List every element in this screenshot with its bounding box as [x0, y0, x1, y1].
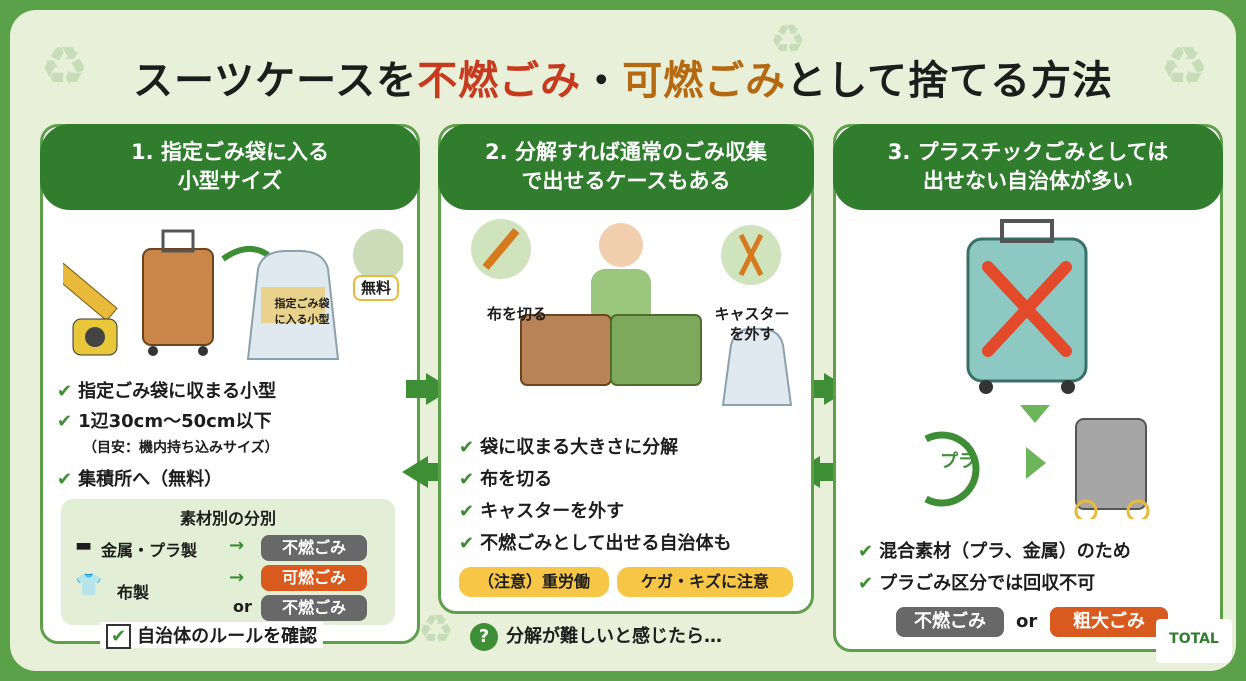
trash-bag-bg-icon: ♻ — [40, 35, 89, 98]
panel2-heading: 2. 分解すれば通常のごみ収集 で出せるケースもある — [438, 124, 814, 210]
panel-disassemble: 2. 分解すれば通常のごみ収集 で出せるケースもある 布を切る キャスター を外… — [438, 124, 814, 614]
arrow-right-shaft — [406, 380, 428, 398]
title-part1: スーツケースを — [132, 58, 418, 104]
cut-cloth-label: 布を切る — [486, 305, 547, 323]
panel1-illustration — [63, 229, 403, 360]
parts-bag-icon — [721, 327, 793, 406]
warning-injury: ケガ・キズに注意 — [617, 567, 793, 597]
screwdriver-icon — [471, 219, 531, 279]
open-suitcase-icon — [520, 314, 702, 386]
garbage-bag-icon — [246, 249, 340, 360]
arrow-right-icon: → — [229, 567, 245, 588]
title-separator: ・ — [581, 58, 623, 104]
pliers-icon — [721, 225, 781, 285]
infographic-frame: ♻ ♻ ♻ ♻ ♻ スーツケースを不燃ごみ・可燃ごみとして捨てる方法 1. 指定… — [10, 10, 1236, 671]
total-logo: TOTAL — [1156, 619, 1232, 663]
panel1-check2-note: （目安：機内持ち込みサイズ） — [83, 440, 279, 456]
checkmark-icon: ✔ — [459, 437, 475, 458]
cloth-result-combustible: 可燃ごみ — [261, 565, 367, 591]
tape-measure-icon — [72, 318, 118, 356]
recycle-bg-icon: ♻ — [418, 607, 454, 653]
result-oversized: 粗大ごみ — [1050, 607, 1168, 637]
panel1-check-1: ✔指定ごみ袋に収まる小型 — [57, 381, 277, 402]
caster-label-line1: キャスター — [714, 305, 790, 323]
panel2-check-3: ✔キャスターを外す — [459, 501, 625, 522]
suitcase-icon — [142, 229, 214, 356]
panel2-check-4: ✔不燃ごみとして出せる自治体も — [459, 533, 732, 554]
panel1-heading: 1. 指定ごみ袋に入る 小型サイズ — [40, 124, 420, 210]
panel3-illustration — [924, 219, 1150, 519]
panel1-footer: ✔自治体のルールを確認 — [100, 622, 324, 649]
panel3-check-1: ✔混合素材（プラ、金属）のため — [858, 541, 1131, 562]
title-highlight-combustible: 可燃ごみ — [622, 58, 787, 104]
panel-plastic-not-accepted: 3. プラスチックごみとしては 出せない自治体が多い プラ ✔混合素材（プラ、金… — [833, 124, 1223, 652]
arrow-right-icon — [1026, 447, 1046, 479]
checkmark-icon: ✔ — [459, 533, 475, 554]
metal-result: 不燃ごみ — [261, 535, 367, 561]
bag-label: 指定ごみ袋に入る小型 — [274, 297, 330, 326]
caster-label-line2: を外す — [729, 325, 775, 343]
panel1-heading-line2: 小型サイズ — [177, 169, 283, 193]
panel1-heading-line1: 1. 指定ごみ袋に入る — [131, 139, 329, 164]
panel2-illustration — [471, 219, 793, 406]
checkmark-icon: ✔ — [858, 573, 874, 594]
cross-mark-icon — [982, 261, 1072, 357]
plastic-recycle-icon — [924, 431, 980, 507]
trash-pile-icon — [353, 229, 403, 281]
arrow-right-icon: → — [229, 535, 245, 556]
title-part2: として捨てる方法 — [786, 58, 1113, 104]
panel2-check-1: ✔袋に収まる大きさに分解 — [459, 437, 679, 458]
panel2-check-2: ✔布を切る — [459, 469, 553, 490]
cloth-result-noncombustible: 不燃ごみ — [261, 595, 367, 621]
checkmark-icon: ✔ — [858, 541, 874, 562]
panel3-heading-line1: 3. プラスチックごみとしては — [887, 139, 1169, 164]
metal-label: 金属・プラ製 — [101, 541, 198, 560]
free-badge: 無料 — [353, 275, 399, 301]
panel-small-size: 1. 指定ごみ袋に入る 小型サイズ 指定ごみ袋に入る小型 無料 ✔指定ごみ袋に収… — [40, 124, 420, 644]
gray-suitcase-icon — [1074, 418, 1150, 519]
or-label: or — [233, 597, 252, 616]
result-noncombustible: 不燃ごみ — [896, 607, 1004, 637]
checkmark-icon: ✔ — [57, 411, 73, 432]
panel1-check-2: ✔1辺30cm〜50cm以下 — [57, 411, 272, 432]
recycle-bg-icon: ♻ — [1160, 35, 1209, 98]
material-box: 素材別の分別 ▬ 金属・プラ製 → 不燃ごみ 👕 布製 → 可燃ごみ or 不燃… — [61, 499, 395, 625]
checkmark-icon: ✔ — [459, 469, 475, 490]
ruler-icon — [63, 262, 118, 322]
panel3-heading-line2: 出せない自治体が多い — [923, 169, 1133, 193]
material-title: 素材別の分別 — [179, 509, 276, 528]
panel1-check-3: ✔集積所へ（無料） — [57, 469, 223, 490]
panel2-footer[interactable]: ?分解が難しいと感じたら… — [470, 622, 722, 651]
arrow-down-icon — [1020, 405, 1050, 423]
warning-heavy-labor: （注意）重労働 — [459, 567, 609, 597]
person-icon — [591, 223, 651, 325]
or-label: or — [1016, 611, 1038, 632]
pla-label: プラ — [940, 451, 976, 472]
recycle-bg-icon: ♻ — [770, 17, 806, 63]
title-highlight-noncombustible: 不燃ごみ — [417, 58, 582, 104]
page-title: スーツケースを不燃ごみ・可燃ごみとして捨てる方法 — [10, 48, 1236, 106]
panel3-heading: 3. プラスチックごみとしては 出せない自治体が多い — [833, 124, 1223, 210]
cloth-label: 布製 — [117, 583, 150, 602]
panel3-check-2: ✔プラごみ区分では回収不可 — [858, 573, 1096, 594]
metal-icon: ▬ — [75, 535, 93, 556]
arrow-left-icon — [402, 456, 428, 488]
checkmark-icon: ✔ — [57, 469, 73, 490]
panel2-heading-line2: で出せるケースもある — [521, 169, 731, 193]
arrow-to-bag-icon — [221, 246, 270, 262]
panel2-heading-line1: 2. 分解すれば通常のごみ収集 — [485, 139, 767, 164]
checkmark-icon: ✔ — [57, 381, 73, 402]
question-icon: ? — [470, 623, 498, 651]
checkbox-icon: ✔ — [106, 624, 132, 649]
shirt-icon: 👕 — [75, 573, 103, 598]
checkmark-icon: ✔ — [459, 501, 475, 522]
